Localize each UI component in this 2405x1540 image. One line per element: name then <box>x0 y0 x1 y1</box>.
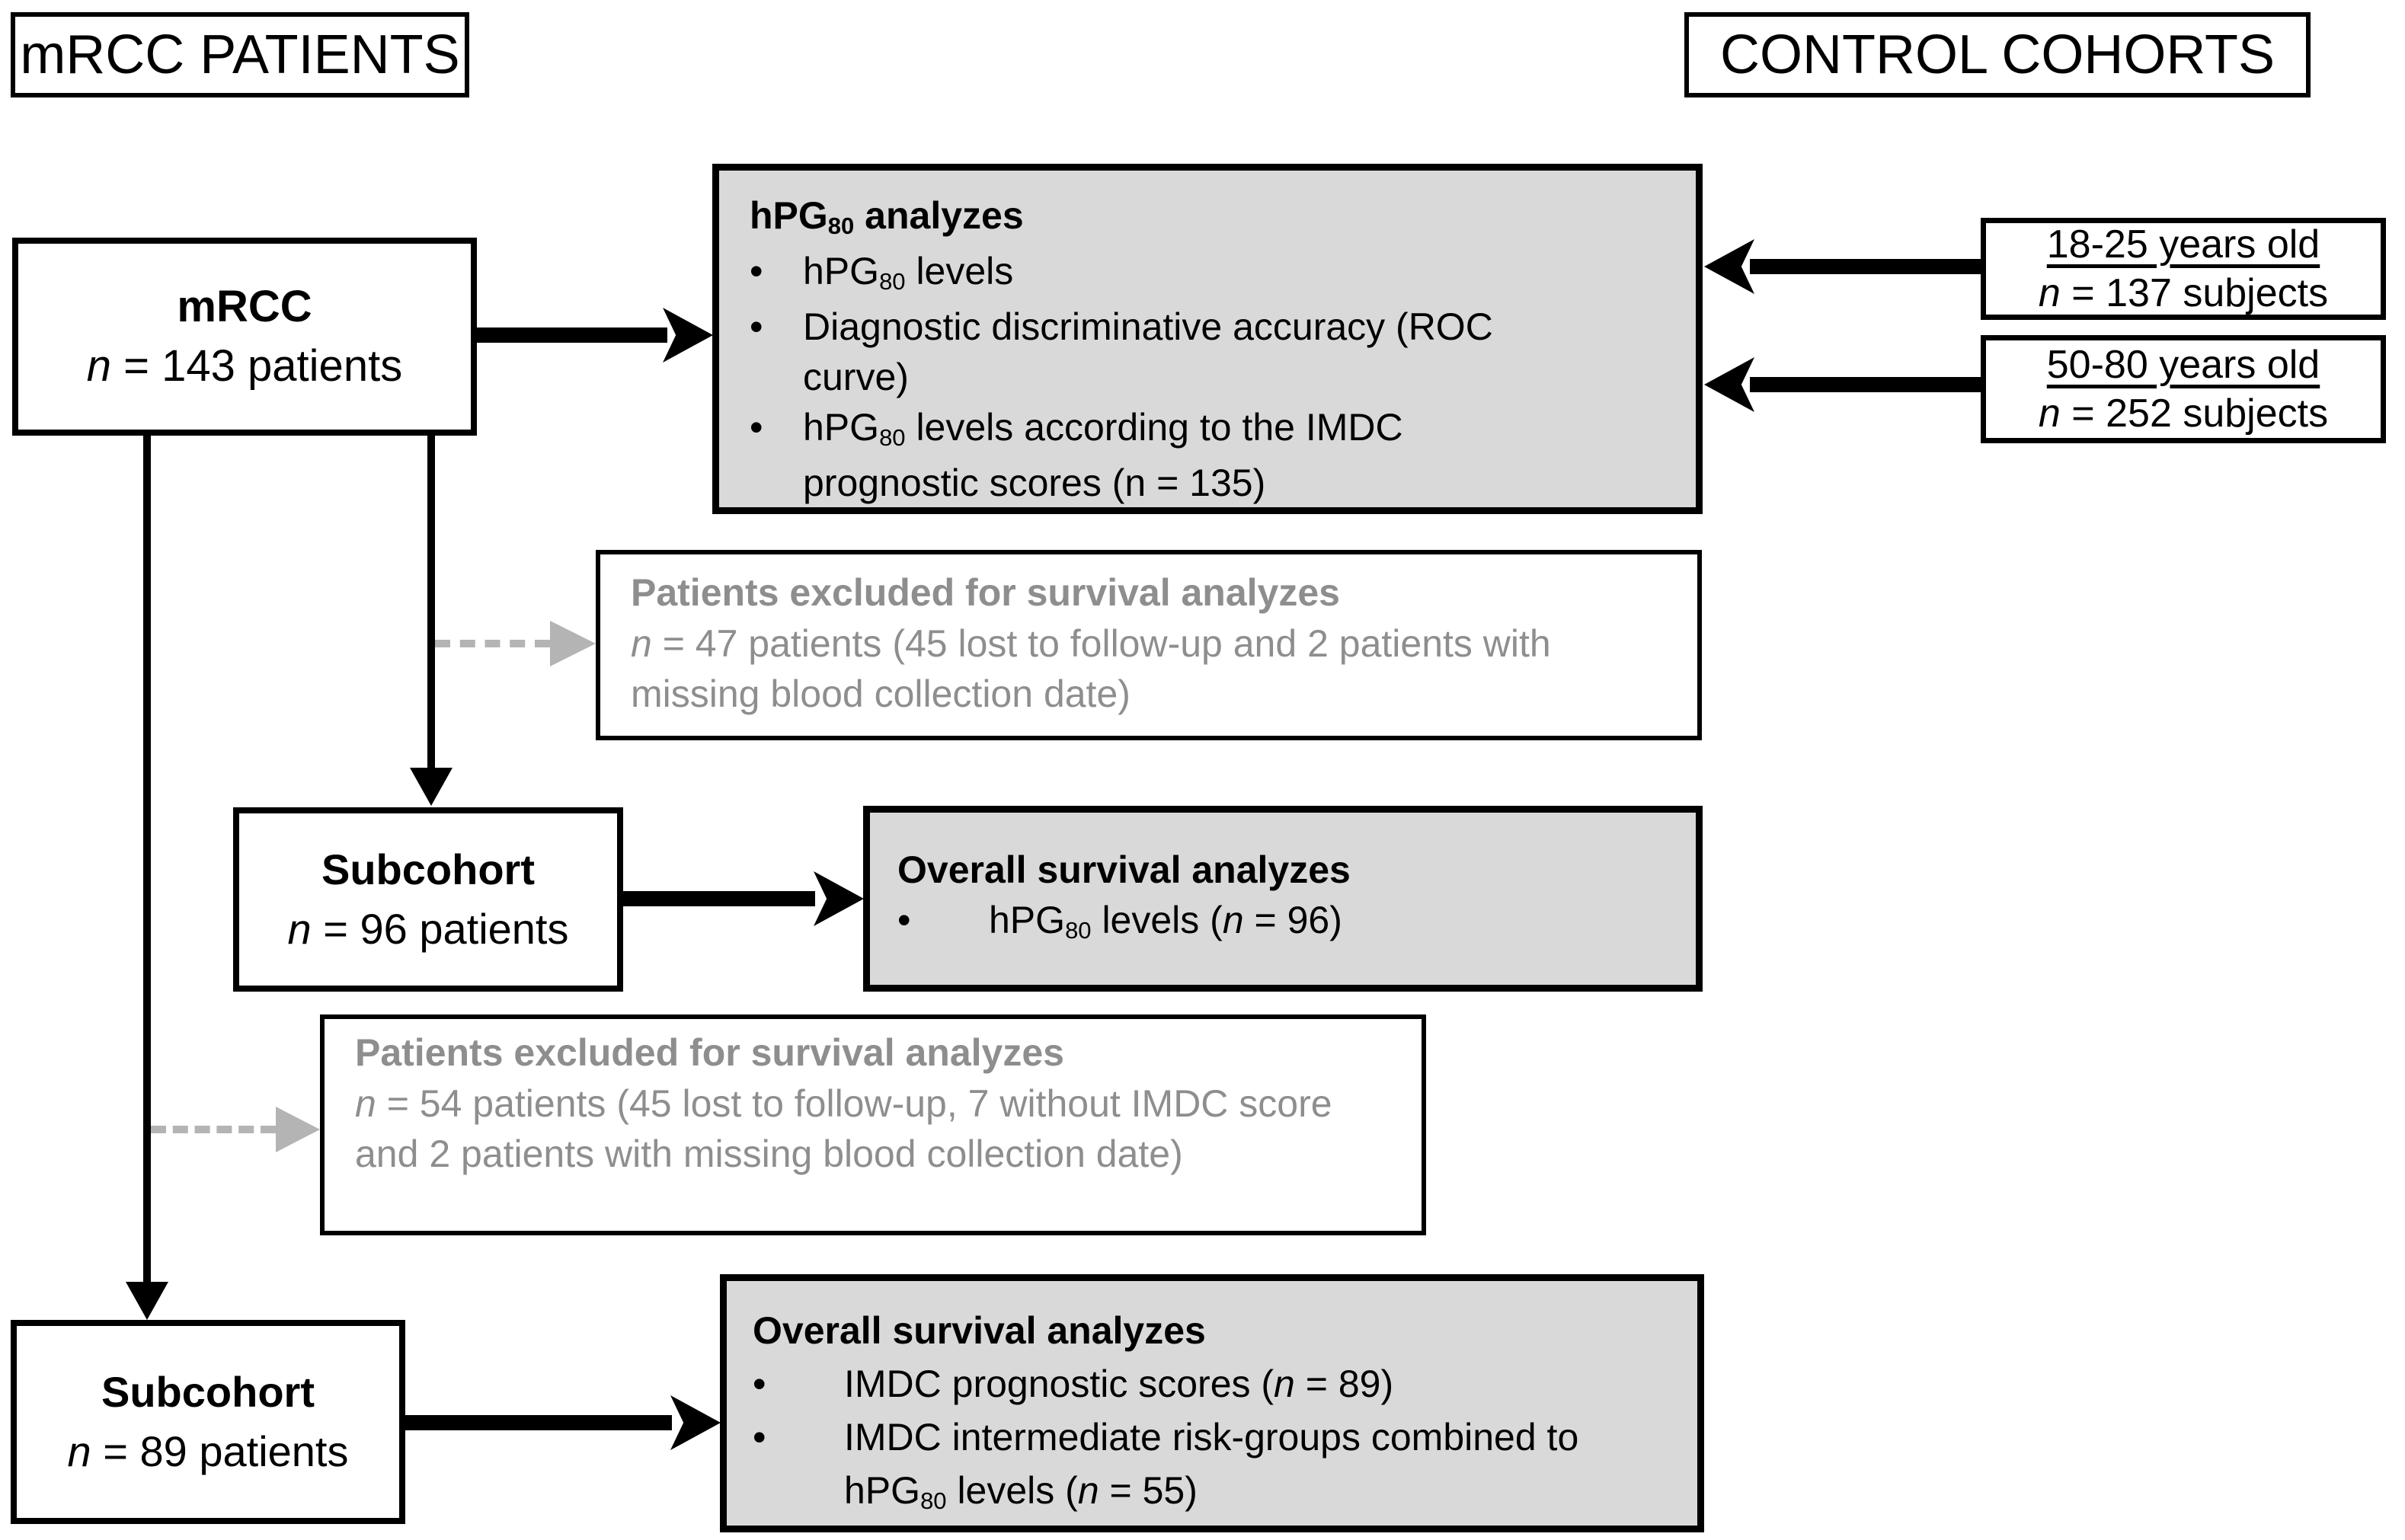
control-cohorts-header: CONTROL COHORTS <box>1684 12 2311 97</box>
arrowhead-right-icon <box>663 308 713 363</box>
gray-arrowhead-right-icon <box>276 1107 320 1152</box>
os1-bullet-hpg-levels: hPG80 levels (n = 96) <box>989 899 1342 944</box>
mrcc-cohort-box: mRCC n = 143 patients <box>12 238 477 436</box>
bullet-icon: • <box>750 305 763 348</box>
control-cohort-18-25-box: 18-25 years old n = 137 subjects <box>1981 218 2386 320</box>
control-cohort-50-80-box: 50-80 years old n = 252 subjects <box>1981 335 2386 443</box>
overall-survival-box-1: Overall survival analyzes • hPG80 levels… <box>863 806 1703 992</box>
arrowhead-down-icon <box>126 1282 168 1320</box>
overall-survival-1-list: • hPG80 levels (n = 96) <box>897 895 1677 951</box>
subcohort-96-count: n = 96 patients <box>287 905 569 953</box>
hpg80-bullet-roc: Diagnostic discriminative accuracy (ROC … <box>803 305 1493 398</box>
hpg80-analyzes-list: • hPG80 levels • Diagnostic discriminati… <box>750 246 1572 508</box>
subcohort-96-box: Subcohort n = 96 patients <box>233 807 623 992</box>
os2-bullet-imdc-scores: IMDC prognostic scores (n = 89) <box>844 1363 1394 1405</box>
arrow-subcohort96-to-os1 <box>623 891 815 906</box>
subcohort-89-count: n = 89 patients <box>67 1427 349 1475</box>
gray-arrowhead-right-icon <box>550 621 596 666</box>
control-cohort-18-25-age: 18-25 years old <box>2046 222 2320 267</box>
control-cohort-50-80-count: n = 252 subjects <box>2038 391 2329 436</box>
subcohort-89-title: Subcohort <box>101 1368 315 1416</box>
hpg80-bullet-levels: hPG80 levels <box>803 250 1014 295</box>
control-cohort-50-80-age: 50-80 years old <box>2046 343 2320 387</box>
hpg80-analyzes-title: hPG80 analyzes <box>750 194 1024 239</box>
subcohort-89-box: Subcohort n = 89 patients <box>11 1320 405 1524</box>
hpg80-analyzes-box: hPG80 analyzes • hPG80 levels • Diagnost… <box>712 164 1703 514</box>
arrowhead-down-icon <box>410 768 453 806</box>
arrow-subcohort89-to-os2 <box>404 1415 672 1430</box>
overall-survival-1-title: Overall survival analyzes <box>897 848 1351 891</box>
arrowhead-right-icon <box>814 871 864 926</box>
bullet-icon: • <box>753 1416 766 1459</box>
mrcc-patients-header: mRCC PATIENTS <box>11 12 469 97</box>
arrow-control2-to-hpg80 <box>1750 377 1981 392</box>
bullet-icon: • <box>753 1363 766 1405</box>
overall-survival-2-title: Overall survival analyzes <box>753 1309 1206 1352</box>
subcohort-96-title: Subcohort <box>321 845 535 893</box>
dashed-line-to-excluded1 <box>435 640 550 647</box>
control-cohort-18-25-count: n = 137 subjects <box>2038 271 2329 315</box>
arrowhead-left-icon <box>1704 357 1754 412</box>
arrow-control1-to-hpg80 <box>1750 259 1981 274</box>
arrowhead-left-icon <box>1704 239 1754 294</box>
os2-bullet-imdc-risk-groups: IMDC intermediate risk-groups combined t… <box>844 1416 1579 1514</box>
arrow-mrcc-to-hpg80 <box>477 327 667 343</box>
overall-survival-2-list: • IMDC prognostic scores (n = 89) • IMDC… <box>753 1357 1659 1522</box>
dashed-line-to-excluded2 <box>151 1126 276 1133</box>
line-mrcc-to-subcohort96 <box>427 434 435 768</box>
hpg80-bullet-imdc: hPG80 levels according to the IMDC progn… <box>803 406 1403 504</box>
bullet-icon: • <box>750 406 763 449</box>
bullet-icon: • <box>897 899 911 941</box>
excluded-survival-box-2: Patients excluded for survival analyzes … <box>320 1014 1426 1235</box>
excluded-survival-box-1: Patients excluded for survival analyzes … <box>596 550 1702 740</box>
mrcc-cohort-count: n = 143 patients <box>86 341 403 391</box>
excluded-box-2-title: Patients excluded for survival analyzes <box>355 1031 1064 1074</box>
excluded-box-2-body: n = 54 patients (45 lost to follow-up, 7… <box>355 1082 1332 1175</box>
control-cohorts-header-label: CONTROL COHORTS <box>1719 24 2275 85</box>
excluded-box-1-body: n = 47 patients (45 lost to follow-up an… <box>631 622 1551 715</box>
line-mrcc-to-subcohort89 <box>143 434 151 1282</box>
mrcc-patients-header-label: mRCC PATIENTS <box>20 24 460 85</box>
overall-survival-box-2: Overall survival analyzes • IMDC prognos… <box>720 1274 1704 1532</box>
excluded-box-1-title: Patients excluded for survival analyzes <box>631 571 1340 614</box>
mrcc-cohort-title: mRCC <box>177 282 312 331</box>
bullet-icon: • <box>750 250 763 292</box>
arrowhead-right-icon <box>670 1395 721 1450</box>
